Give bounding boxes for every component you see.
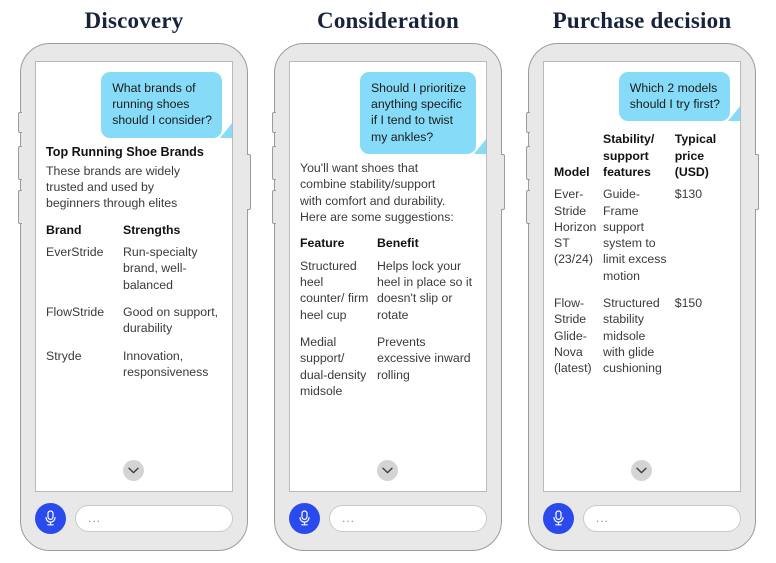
assistant-answer-consideration: You'll want shoes that combine stability… [300,160,476,491]
table-header-row: Brand Strengths [46,218,221,241]
phone-silent-switch[interactable] [17,112,22,133]
chevron-down-icon[interactable] [377,460,398,481]
user-question-bubble: Should I prioritize anything specific if… [359,72,486,154]
features-table: Feature Benefit Structured heel counter/… [300,231,475,407]
message-input[interactable]: ... [75,504,233,532]
cell-strengths: Run-specialty brand, well-balanced [123,245,198,292]
panel-title-discovery: Discovery [84,8,184,33]
user-question-bubble: What brands of running shoes should I co… [101,72,232,138]
phone-silent-switch[interactable] [271,112,276,133]
phone-volume-up-button[interactable] [525,146,530,180]
phone-screen-consideration: Should I prioritize anything specific if… [289,61,487,492]
phone-mockup-discovery: What brands of running shoes should I co… [17,43,251,551]
table-row: Flow-Stride Glide-Nova (latest) Structur… [554,292,729,384]
composer-bar-purchase-decision: ... [543,492,741,536]
phone-volume-up-button[interactable] [271,146,276,180]
column-header-strengths: Strengths [123,222,181,237]
cell-model: Flow-Stride Glide-Nova (latest) [554,296,592,376]
composer-bar-consideration: ... [289,492,487,536]
panel-title-consideration: Consideration [317,8,459,33]
phone-volume-down-button[interactable] [17,190,22,224]
cell-feature: Structured heel counter/ firm heel cup [300,258,369,322]
user-message-row: Should I prioritize anything specific if… [300,72,486,154]
cell-price: $150 [674,296,703,311]
cell-brand: Stryde [46,348,82,363]
answer-heading: Top Running Shoe Brands [46,144,204,159]
cell-features: Structured stability midsole with glide … [603,296,662,376]
table-header-row: Model Stability/ support features Typica… [554,127,729,183]
phone-power-button[interactable] [500,154,505,210]
panel-purchase-decision: Purchase decision Which 2 models should … [520,0,764,563]
cell-brand: FlowStride [46,305,105,320]
phone-mockup-purchase-decision: Which 2 models should I try first? Model… [525,43,759,551]
column-header-model: Model [554,165,590,179]
column-header-typical-price: Typical price (USD) [674,132,717,179]
answer-paragraph: These brands are widely trusted and used… [46,163,180,211]
table-row: FlowStride Good on support, durability [46,301,221,345]
user-question-bubble: Which 2 models should I try first? [618,72,740,122]
cell-feature: Medial support/ dual-density midsole [300,334,367,398]
phone-volume-down-button[interactable] [525,190,530,224]
table-row: Medial support/ dual-density midsole Pre… [300,331,475,407]
cell-strengths: Innovation, responsiveness [123,348,209,379]
panel-discovery: Discovery What brands of running shoes s… [12,0,256,563]
table-header-row: Feature Benefit [300,231,475,254]
column-header-brand: Brand [46,222,82,237]
models-table: Model Stability/ support features Typica… [554,127,729,384]
phone-power-button[interactable] [754,154,759,210]
assistant-answer-purchase-decision: Model Stability/ support features Typica… [554,127,730,491]
microphone-icon[interactable] [289,502,320,534]
scroll-down-wrap [300,456,475,491]
cell-benefit: Prevents excessive inward rolling [377,334,471,382]
user-message-row: What brands of running shoes should I co… [46,72,232,138]
cell-features: Guide-Frame support system to limit exce… [603,187,667,283]
microphone-icon[interactable] [35,502,66,534]
scroll-down-wrap [46,456,221,491]
column-header-stability-features: Stability/ support features [603,132,655,179]
chevron-down-icon[interactable] [631,460,652,481]
message-input[interactable]: ... [329,504,487,532]
table-row: Structured heel counter/ firm heel cup H… [300,255,475,331]
phone-mockup-consideration: Should I prioritize anything specific if… [271,43,505,551]
cell-brand: EverStride [46,245,104,260]
panel-title-purchase-decision: Purchase decision [552,8,732,33]
assistant-answer-discovery: Top Running Shoe Brands These brands are… [46,144,222,491]
table-row: Stryde Innovation, responsiveness [46,345,221,389]
scroll-down-wrap [554,456,729,491]
phone-silent-switch[interactable] [525,112,530,133]
brands-table: Brand Strengths EverStride Run-specialty… [46,218,221,388]
panel-consideration: Consideration Should I prioritize anythi… [266,0,510,563]
microphone-icon[interactable] [543,502,574,534]
chevron-down-icon[interactable] [123,460,144,481]
cell-strengths: Good on support, durability [123,305,219,336]
phone-volume-down-button[interactable] [271,190,276,224]
column-header-benefit: Benefit [377,236,419,251]
cell-model: Ever-Stride Horizon ST (23/24) [554,187,597,267]
table-row: EverStride Run-specialty brand, well-bal… [46,241,221,301]
table-row: Ever-Stride Horizon ST (23/24) Guide-Fra… [554,183,729,292]
cell-benefit: Helps lock your heel in place so it does… [377,258,473,322]
answer-paragraph: You'll want shoes that combine stability… [300,160,454,225]
cell-price: $130 [674,187,703,202]
phone-screen-purchase-decision: Which 2 models should I try first? Model… [543,61,741,492]
phone-screen-discovery: What brands of running shoes should I co… [35,61,233,492]
composer-bar-discovery: ... [35,492,233,536]
phone-power-button[interactable] [246,154,251,210]
user-message-row: Which 2 models should I try first? [554,72,740,122]
column-header-feature: Feature [300,236,345,251]
phone-volume-up-button[interactable] [17,146,22,180]
message-input[interactable]: ... [583,504,741,532]
